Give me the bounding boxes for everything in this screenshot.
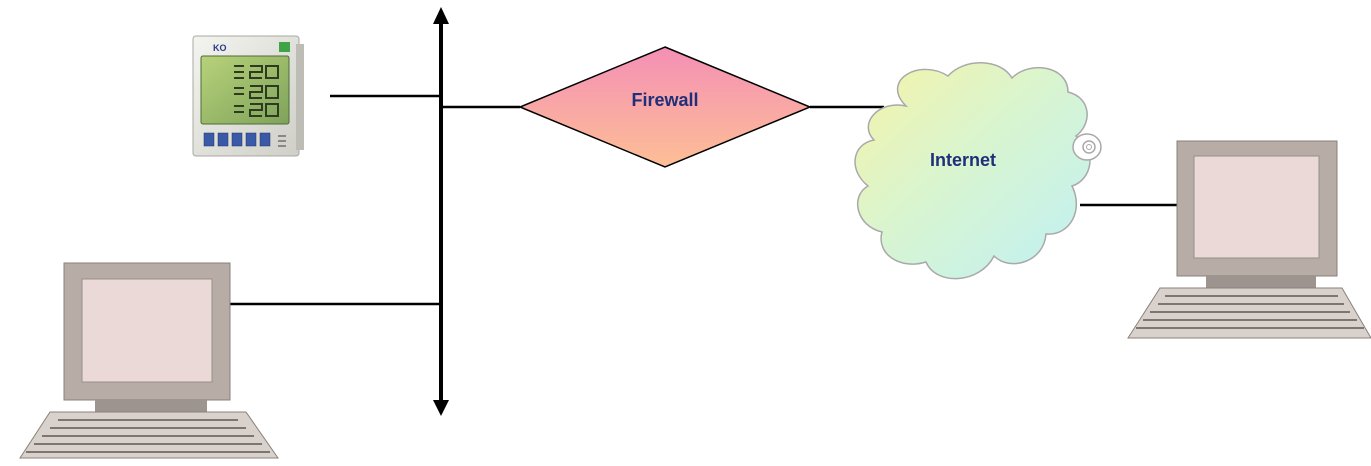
internet-label: Internet	[930, 150, 996, 170]
firewall-label: Firewall	[631, 90, 698, 110]
local-computer-icon	[19, 262, 279, 459]
power-meter-icon: KO	[192, 35, 304, 157]
cloud-bubble-icon	[1072, 133, 1102, 161]
firewall-node: Firewall	[518, 46, 812, 168]
meter-brand-mark: KO	[213, 43, 227, 53]
connection-lines	[230, 94, 1177, 306]
backbone-arrow-down-icon	[433, 400, 449, 416]
backbone-arrow-up-icon	[433, 7, 449, 24]
internet-cloud: Internet	[854, 62, 1102, 280]
remote-computer-icon	[1127, 140, 1371, 339]
network-backbone	[433, 7, 449, 416]
